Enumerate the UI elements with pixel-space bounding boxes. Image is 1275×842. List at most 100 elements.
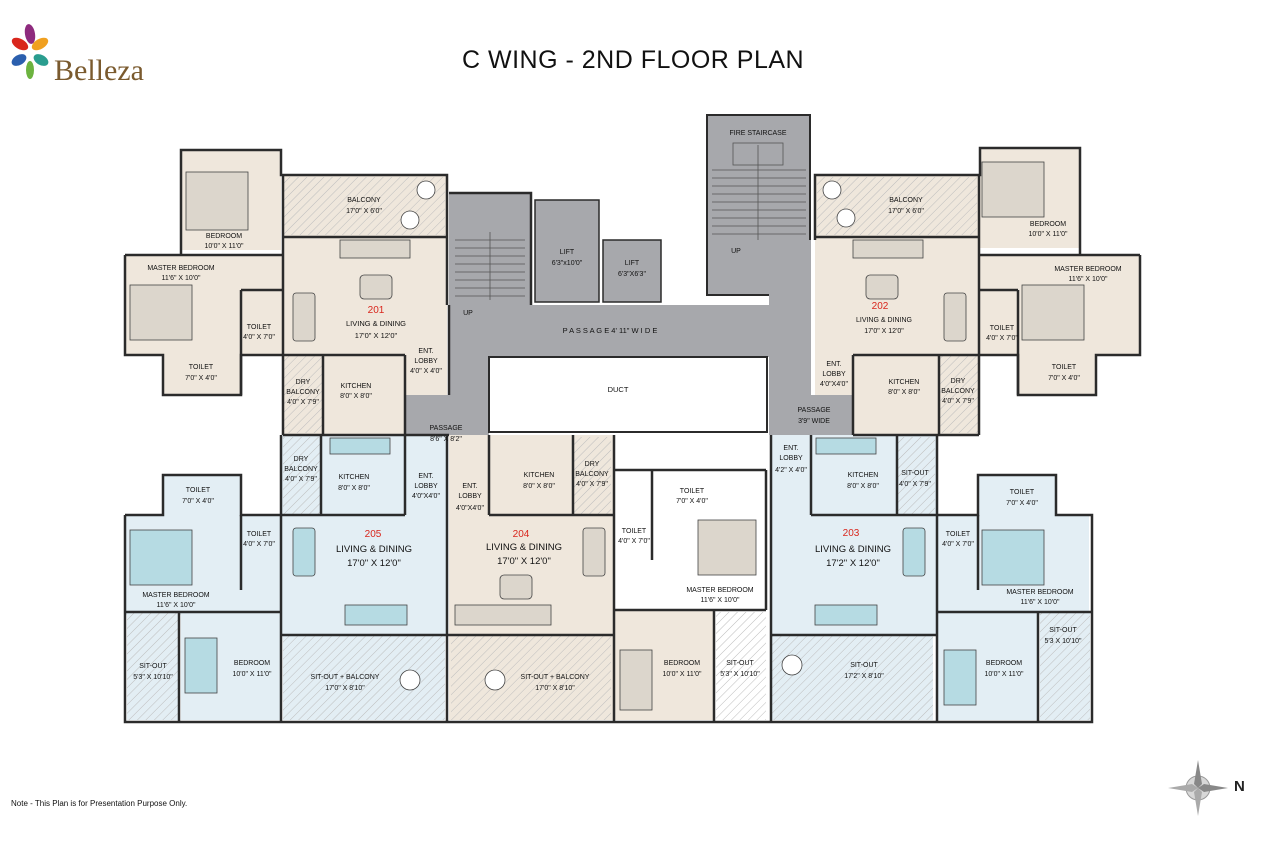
u205-sitout-balcony-size: 17'0" X 8'10" bbox=[325, 685, 365, 692]
u202-kitchen-size: 8'0" X 8'0" bbox=[888, 389, 920, 396]
north-indicator: N bbox=[1234, 778, 1245, 795]
duct-label: DUCT bbox=[608, 385, 629, 394]
u202-living-size: 17'0" X 12'0" bbox=[864, 328, 904, 335]
u203-lobby-label-1: ENT. bbox=[783, 445, 798, 452]
u204-dry-size: 4'0" X 7'9" bbox=[576, 481, 608, 488]
u202-bedroom-label: BEDROOM bbox=[1030, 221, 1066, 228]
u205-lobby-label-1: ENT. bbox=[418, 473, 433, 480]
u201-lobby-label-2: LOBBY bbox=[414, 358, 438, 365]
u202-toilet1-label: TOILET bbox=[990, 325, 1015, 332]
u203-lobby-size: 4'2" X 4'0" bbox=[775, 467, 807, 474]
u201-toilet1-label: TOILET bbox=[247, 324, 272, 331]
u205-bedroom-label: BEDROOM bbox=[234, 660, 270, 667]
page-title: C WING - 2ND FLOOR PLAN bbox=[462, 46, 805, 74]
u203-living-label: LIVING & DINING bbox=[815, 544, 891, 555]
u201-balcony-label: BALCONY bbox=[347, 197, 381, 204]
u203-sitout-small-size: 4'0" X 7'9" bbox=[899, 481, 931, 488]
passage-right-label: PASSAGE bbox=[798, 407, 831, 414]
u204-sitout-size: 5'3" X 10'10" bbox=[720, 671, 760, 678]
walls bbox=[123, 146, 1142, 724]
u204-master-label: MASTER BEDROOM bbox=[686, 587, 753, 594]
brand-logo: Belleza bbox=[10, 20, 170, 90]
u201-lobby-label-1: ENT. bbox=[418, 348, 433, 355]
u203-master-size: 11'6" X 10'0" bbox=[1020, 599, 1060, 606]
u202-dry-label-1: DRY bbox=[951, 378, 966, 385]
u205-kitchen-label: KITCHEN bbox=[339, 474, 370, 481]
u202-toilet2-label: TOILET bbox=[1052, 364, 1077, 371]
u205-lobby-label-2: LOBBY bbox=[414, 483, 438, 490]
u202-dry-label-2: BALCONY bbox=[941, 388, 975, 395]
lotus-logo-icon bbox=[11, 24, 49, 79]
u205-living-label: LIVING & DINING bbox=[336, 544, 412, 555]
u204-toilet1-size: 4'0" X 7'0" bbox=[618, 538, 650, 545]
u203-unit-number: 203 bbox=[843, 528, 860, 539]
u203-toilet1-label: TOILET bbox=[946, 531, 971, 538]
lift-2-label: LIFT bbox=[625, 260, 640, 267]
passage-main-label: P A S S A G E 4' 11" W I D E bbox=[563, 326, 658, 335]
u203-kitchen-label: KITCHEN bbox=[848, 472, 879, 479]
sitout-hatches bbox=[127, 177, 1090, 720]
u205-kitchen-size: 8'0" X 8'0" bbox=[338, 485, 370, 492]
u202-master-label: MASTER BEDROOM bbox=[1054, 266, 1121, 273]
furniture bbox=[129, 161, 1085, 711]
u201-bedroom-label: BEDROOM bbox=[206, 233, 242, 240]
u203-sitout2-size: 5'3 X 10'10" bbox=[1044, 638, 1082, 645]
u205-sitout-size: 5'3" X 10'10" bbox=[133, 674, 173, 681]
u204-toilet1-label: TOILET bbox=[622, 528, 647, 535]
u204-toilet2-size: 7'0" X 4'0" bbox=[676, 498, 708, 505]
u203-living-size: 17'2" X 12'0" bbox=[826, 558, 880, 569]
u202-lobby-size: 4'0"X4'0" bbox=[820, 381, 848, 388]
u205-dry-size: 4'0" X 7'9" bbox=[285, 476, 317, 483]
stair-treads bbox=[455, 142, 806, 300]
u202-toilet1-size: 4'0" X 7'0" bbox=[986, 335, 1018, 342]
u204-bedroom-size: 10'0" X 11'0" bbox=[662, 671, 702, 678]
u204-master-size: 11'6" X 10'0" bbox=[700, 597, 740, 604]
u201-dry-size: 4'0" X 7'9" bbox=[287, 399, 319, 406]
u201-living-label: LIVING & DINING bbox=[346, 319, 406, 328]
passage-right-size: 3'9" WIDE bbox=[798, 418, 830, 425]
u202-lobby-label-1: ENT. bbox=[826, 361, 841, 368]
u204-living-label: LIVING & DINING bbox=[486, 542, 562, 553]
u203-lobby-label-2: LOBBY bbox=[779, 455, 803, 462]
u204-sitout-balcony-label: SIT-OUT + BALCONY bbox=[521, 674, 590, 681]
u204-dry-label-1: DRY bbox=[585, 461, 600, 468]
u201-lobby-size: 4'0" X 4'0" bbox=[410, 368, 442, 375]
u202-living-label: LIVING & DINING bbox=[856, 317, 912, 324]
u204-lobby-label-1: ENT. bbox=[462, 483, 477, 490]
u201-kitchen-size: 8'0" X 8'0" bbox=[340, 393, 372, 400]
u202-unit-number: 202 bbox=[872, 301, 889, 312]
u205-toilet1-label: TOILET bbox=[247, 531, 272, 538]
u205-sitout-label: SIT-OUT bbox=[139, 663, 167, 670]
u201-living-size: 17'0" X 12'0" bbox=[355, 331, 398, 340]
u205-lobby-size: 4'0"X4'0" bbox=[412, 493, 440, 500]
stair-up-left-label: UP bbox=[463, 310, 473, 317]
u205-bedroom-size: 10'0" X 11'0" bbox=[232, 671, 272, 678]
lift-1-size: 6'3"x10'0" bbox=[552, 260, 583, 267]
u205-dry-label-1: DRY bbox=[294, 456, 309, 463]
u205-master-label: MASTER BEDROOM bbox=[142, 592, 209, 599]
core-area bbox=[404, 114, 853, 435]
u202-toilet2-size: 7'0" X 4'0" bbox=[1048, 375, 1080, 382]
u201-toilet1-size: 4'0" X 7'0" bbox=[243, 334, 275, 341]
u201-unit-number: 201 bbox=[368, 305, 385, 316]
u205-living-size: 17'0" X 12'0" bbox=[347, 558, 401, 569]
lift-2-size: 6'3"X6'3" bbox=[618, 271, 646, 278]
u203-toilet1-size: 4'0" X 7'0" bbox=[942, 541, 974, 548]
furniture-blue bbox=[129, 437, 1045, 706]
u202-lobby-label-2: LOBBY bbox=[822, 371, 846, 378]
u204-lobby-size: 4'0"X4'0" bbox=[456, 505, 484, 512]
brand-name: Belleza bbox=[54, 54, 144, 87]
u205-unit-number: 205 bbox=[365, 529, 382, 540]
u203-bedroom-size: 10'0" X 11'0" bbox=[984, 671, 1024, 678]
fire-staircase-label: FIRE STAIRCASE bbox=[729, 130, 786, 137]
u204-sitout-label: SIT-OUT bbox=[726, 660, 754, 667]
u202-dry-size: 4'0" X 7'9" bbox=[942, 398, 974, 405]
u203-sitout-small-label: SIT-OUT bbox=[901, 470, 929, 477]
u203-sitout-label: SIT-OUT bbox=[850, 662, 878, 669]
u205-master-size: 11'6" X 10'0" bbox=[156, 602, 196, 609]
u202-bedroom-size: 10'0" X 11'0" bbox=[1028, 231, 1068, 238]
presentation-note: Note - This Plan is for Presentation Pur… bbox=[11, 799, 188, 808]
u203-master-label: MASTER BEDROOM bbox=[1006, 589, 1073, 596]
u202-balcony-size: 17'0" X 6'0" bbox=[888, 208, 924, 215]
